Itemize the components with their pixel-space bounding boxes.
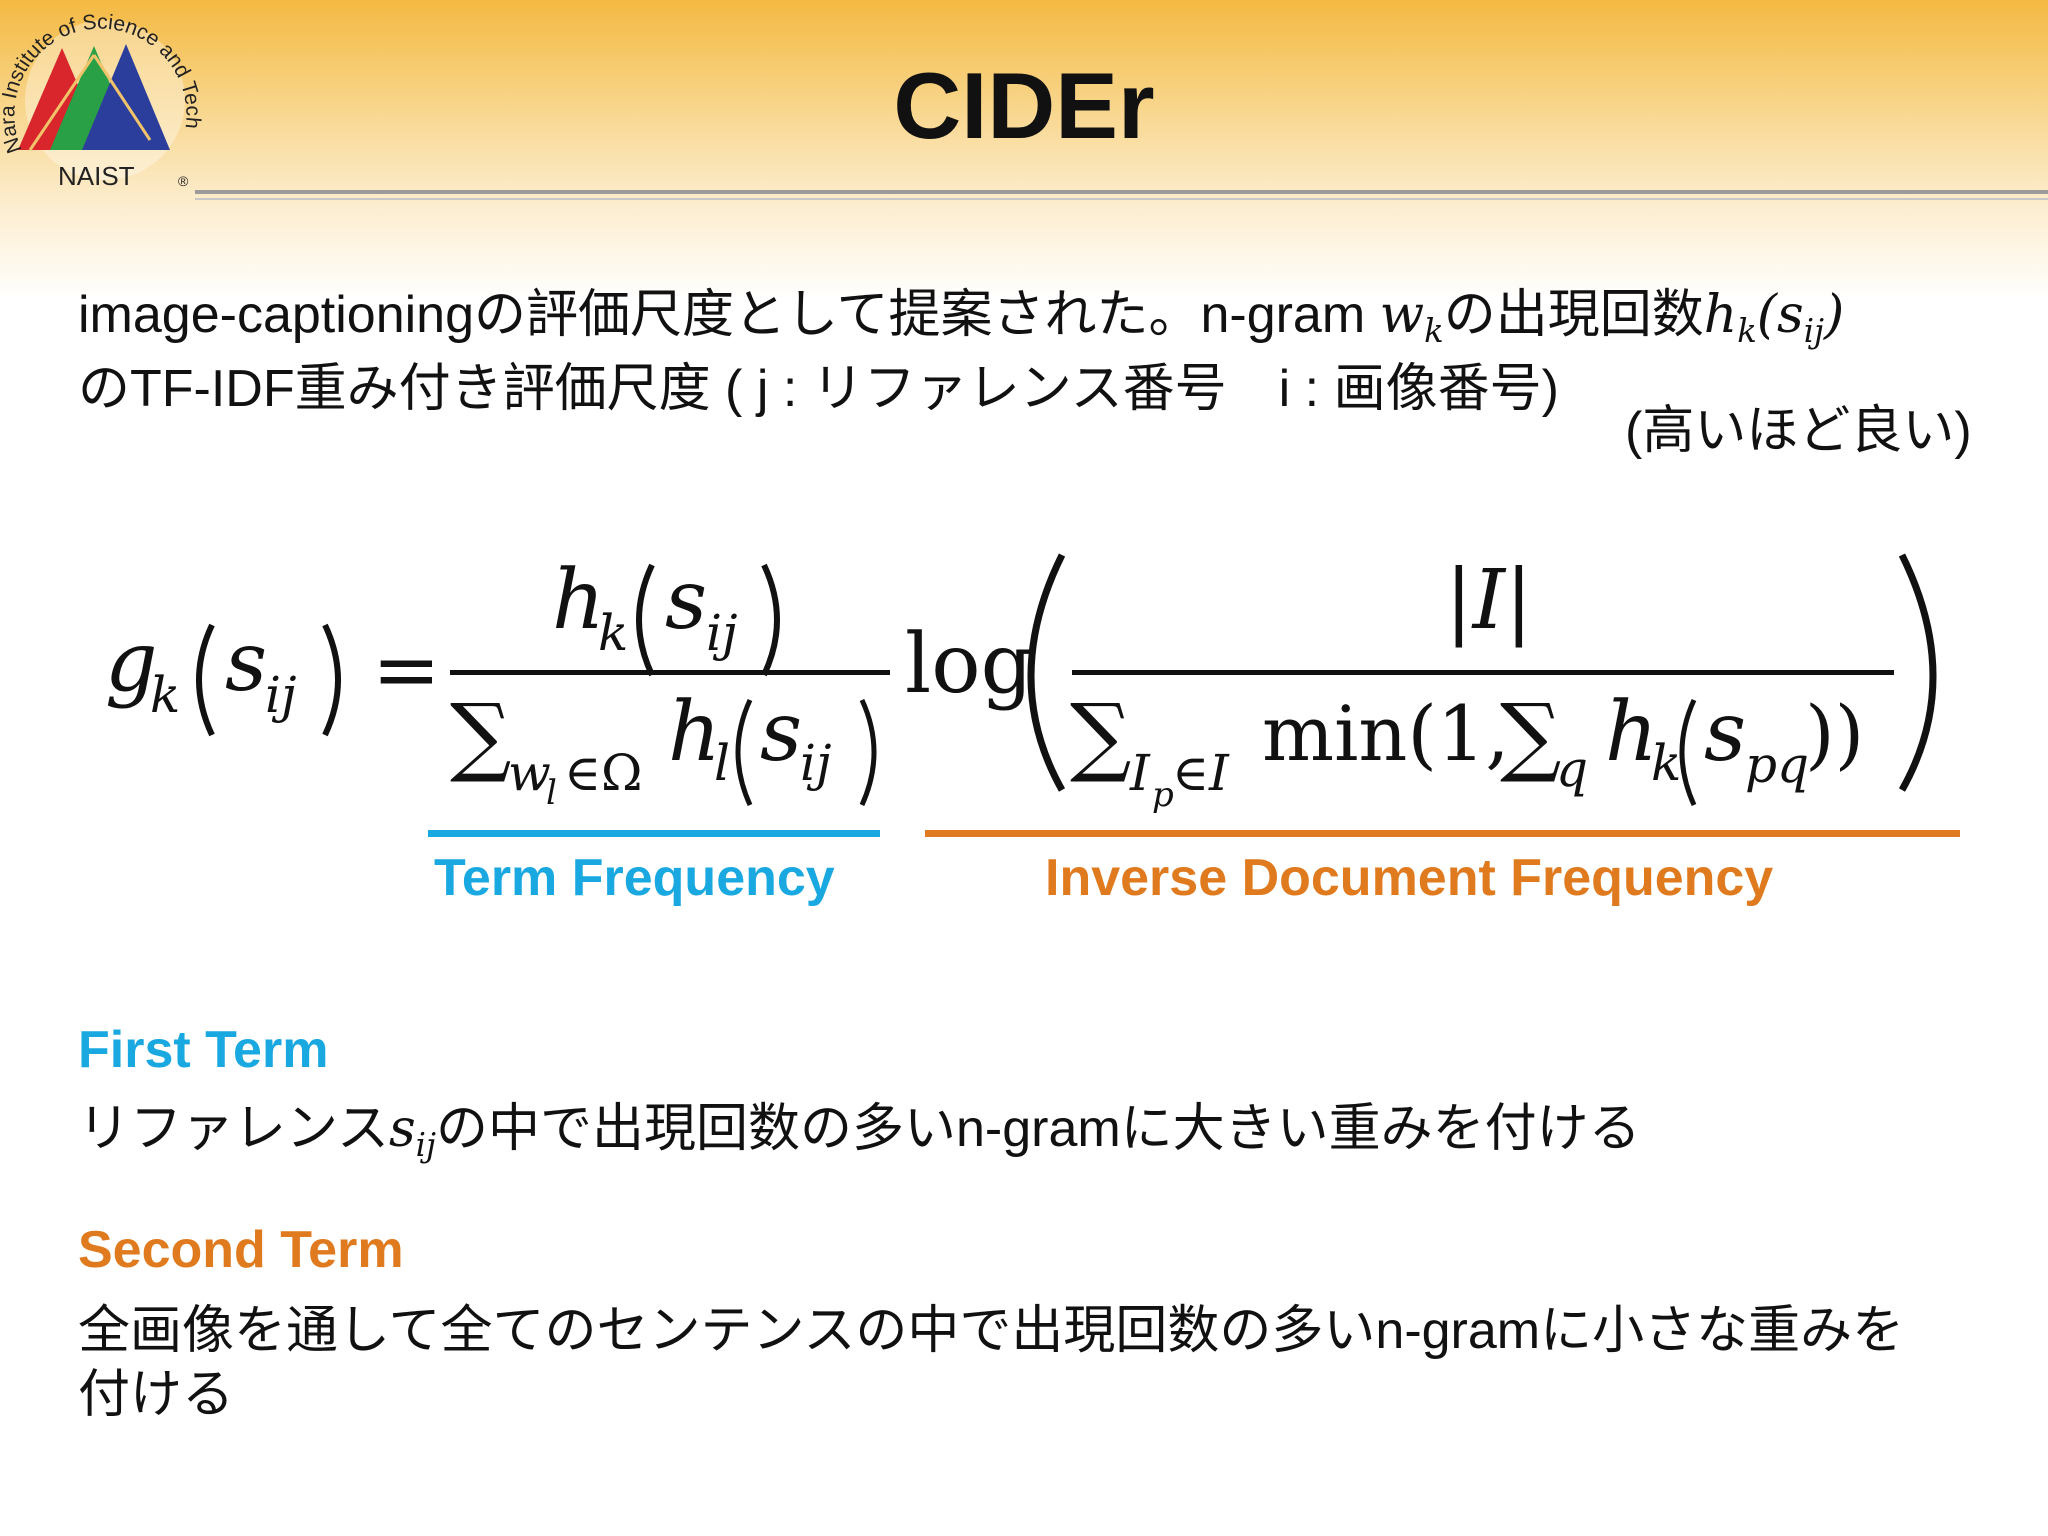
idf-denominator-sum-sub3: ∈I <box>1172 744 1230 802</box>
intro-note: (高いほど良い) <box>1625 402 1972 460</box>
idf-denominator-sum2: ∑ <box>1500 686 1561 786</box>
tf-denominator-paren-close <box>859 698 877 807</box>
first-term-heading: First Term <box>78 1021 329 1079</box>
tf-denominator-s: s <box>760 685 802 780</box>
idf-denominator-min: min(1, <box>1262 689 1509 778</box>
math-hk-sij: hk(sij) <box>1703 285 1845 351</box>
tf-numerator-paren-open <box>636 563 655 677</box>
idf-underline <box>925 830 1960 837</box>
title-rule <box>195 190 2048 194</box>
idf-denominator-close: )) <box>1805 689 1864 778</box>
intro-text-a: image-captioningの評価尺度として提案された。n-gram <box>78 286 1380 344</box>
tf-fraction-bar <box>450 670 890 675</box>
math-wk: wk <box>1379 285 1444 351</box>
idf-denominator-sum-sub2: p <box>1152 775 1174 815</box>
formula-lhs-s: s <box>225 615 267 710</box>
tf-denominator-s-sub: ij <box>800 734 832 792</box>
tf-denominator-h-sub: l <box>714 734 730 792</box>
tf-denominator-paren-open <box>735 698 753 807</box>
intro-line-1: image-captioningの評価尺度として提案された。n-gram wkの… <box>78 272 1845 351</box>
tf-denominator-sum-sub2: l <box>546 773 557 813</box>
intro-text-b: の出現回数 <box>1443 286 1704 344</box>
tf-numerator-h-sub: k <box>598 604 628 662</box>
second-term-heading: Second Term <box>78 1221 404 1279</box>
idf-big-paren-close <box>1898 553 1937 792</box>
idf-denominator-s: s <box>1704 685 1746 780</box>
naist-logo: Nara Institute of Science and Technology… <box>0 0 205 191</box>
idf-denominator-h-sub: k <box>1651 734 1681 792</box>
tf-numerator-s: s <box>665 553 707 648</box>
logo-abbr: NAIST <box>58 161 135 191</box>
idf-big-paren-open <box>1027 553 1066 792</box>
formula-lhs-paren-close <box>322 623 341 737</box>
idf-denominator-sum-sub: I <box>1129 744 1151 802</box>
idf-denominator-sum: ∑ <box>1070 686 1131 786</box>
idf-denominator-paren-open <box>1679 698 1697 807</box>
formula-lhs-s-sub: ij <box>265 666 297 724</box>
tf-underline <box>428 830 880 837</box>
tf-denominator-sum: ∑ <box>450 686 511 786</box>
idf-numerator: |I| <box>1445 553 1533 648</box>
math-sij: sij <box>388 1099 436 1165</box>
idf-fraction-bar <box>1072 670 1894 675</box>
second-term-line-2: 付ける <box>78 1366 235 1424</box>
idf-label: Inverse Document Frequency <box>1045 849 1774 907</box>
tf-numerator-s-sub: ij <box>706 604 738 662</box>
idf-denominator-s-sub: pq <box>1745 736 1809 794</box>
formula-equals: = <box>372 623 441 718</box>
intro-line-2: のTF-IDF重み付き評価尺度 ( j : リファレンス番号 i : 画像番号) <box>78 360 1559 418</box>
first-term-text: リファレンスsijの中で出現回数の多いn-gramに大きい重みを付ける <box>78 1099 1641 1165</box>
header-background <box>0 0 2048 300</box>
tf-numerator-h: h <box>552 553 605 648</box>
idf-denominator-h: h <box>1605 685 1658 780</box>
formula-log: log <box>905 617 1033 712</box>
tf-denominator-sum-sub: w <box>508 744 551 802</box>
tf-label: Term Frequency <box>434 849 835 907</box>
logo-registered-mark: ® <box>178 173 189 189</box>
tf-numerator-paren-close <box>761 563 780 677</box>
slide-title: CIDEr <box>893 53 1155 158</box>
formula-lhs-paren-open <box>196 623 215 737</box>
tf-denominator-sum-sub3: ∈Ω <box>564 744 642 802</box>
second-term-line-1: 全画像を通して全てのセンテンスの中で出現回数の多いn-gramに小さな重みを <box>78 1302 1905 1360</box>
title-rule-thin <box>195 198 2048 200</box>
formula-lhs-g: g <box>105 615 158 710</box>
cider-formula: g k s ij = h k s ij ∑ w l ∈Ω h l s ij lo… <box>105 553 1937 815</box>
formula-lhs-sub: k <box>150 666 180 724</box>
tf-denominator-h: h <box>668 685 721 780</box>
idf-denominator-sum2-sub: q <box>1556 740 1588 798</box>
